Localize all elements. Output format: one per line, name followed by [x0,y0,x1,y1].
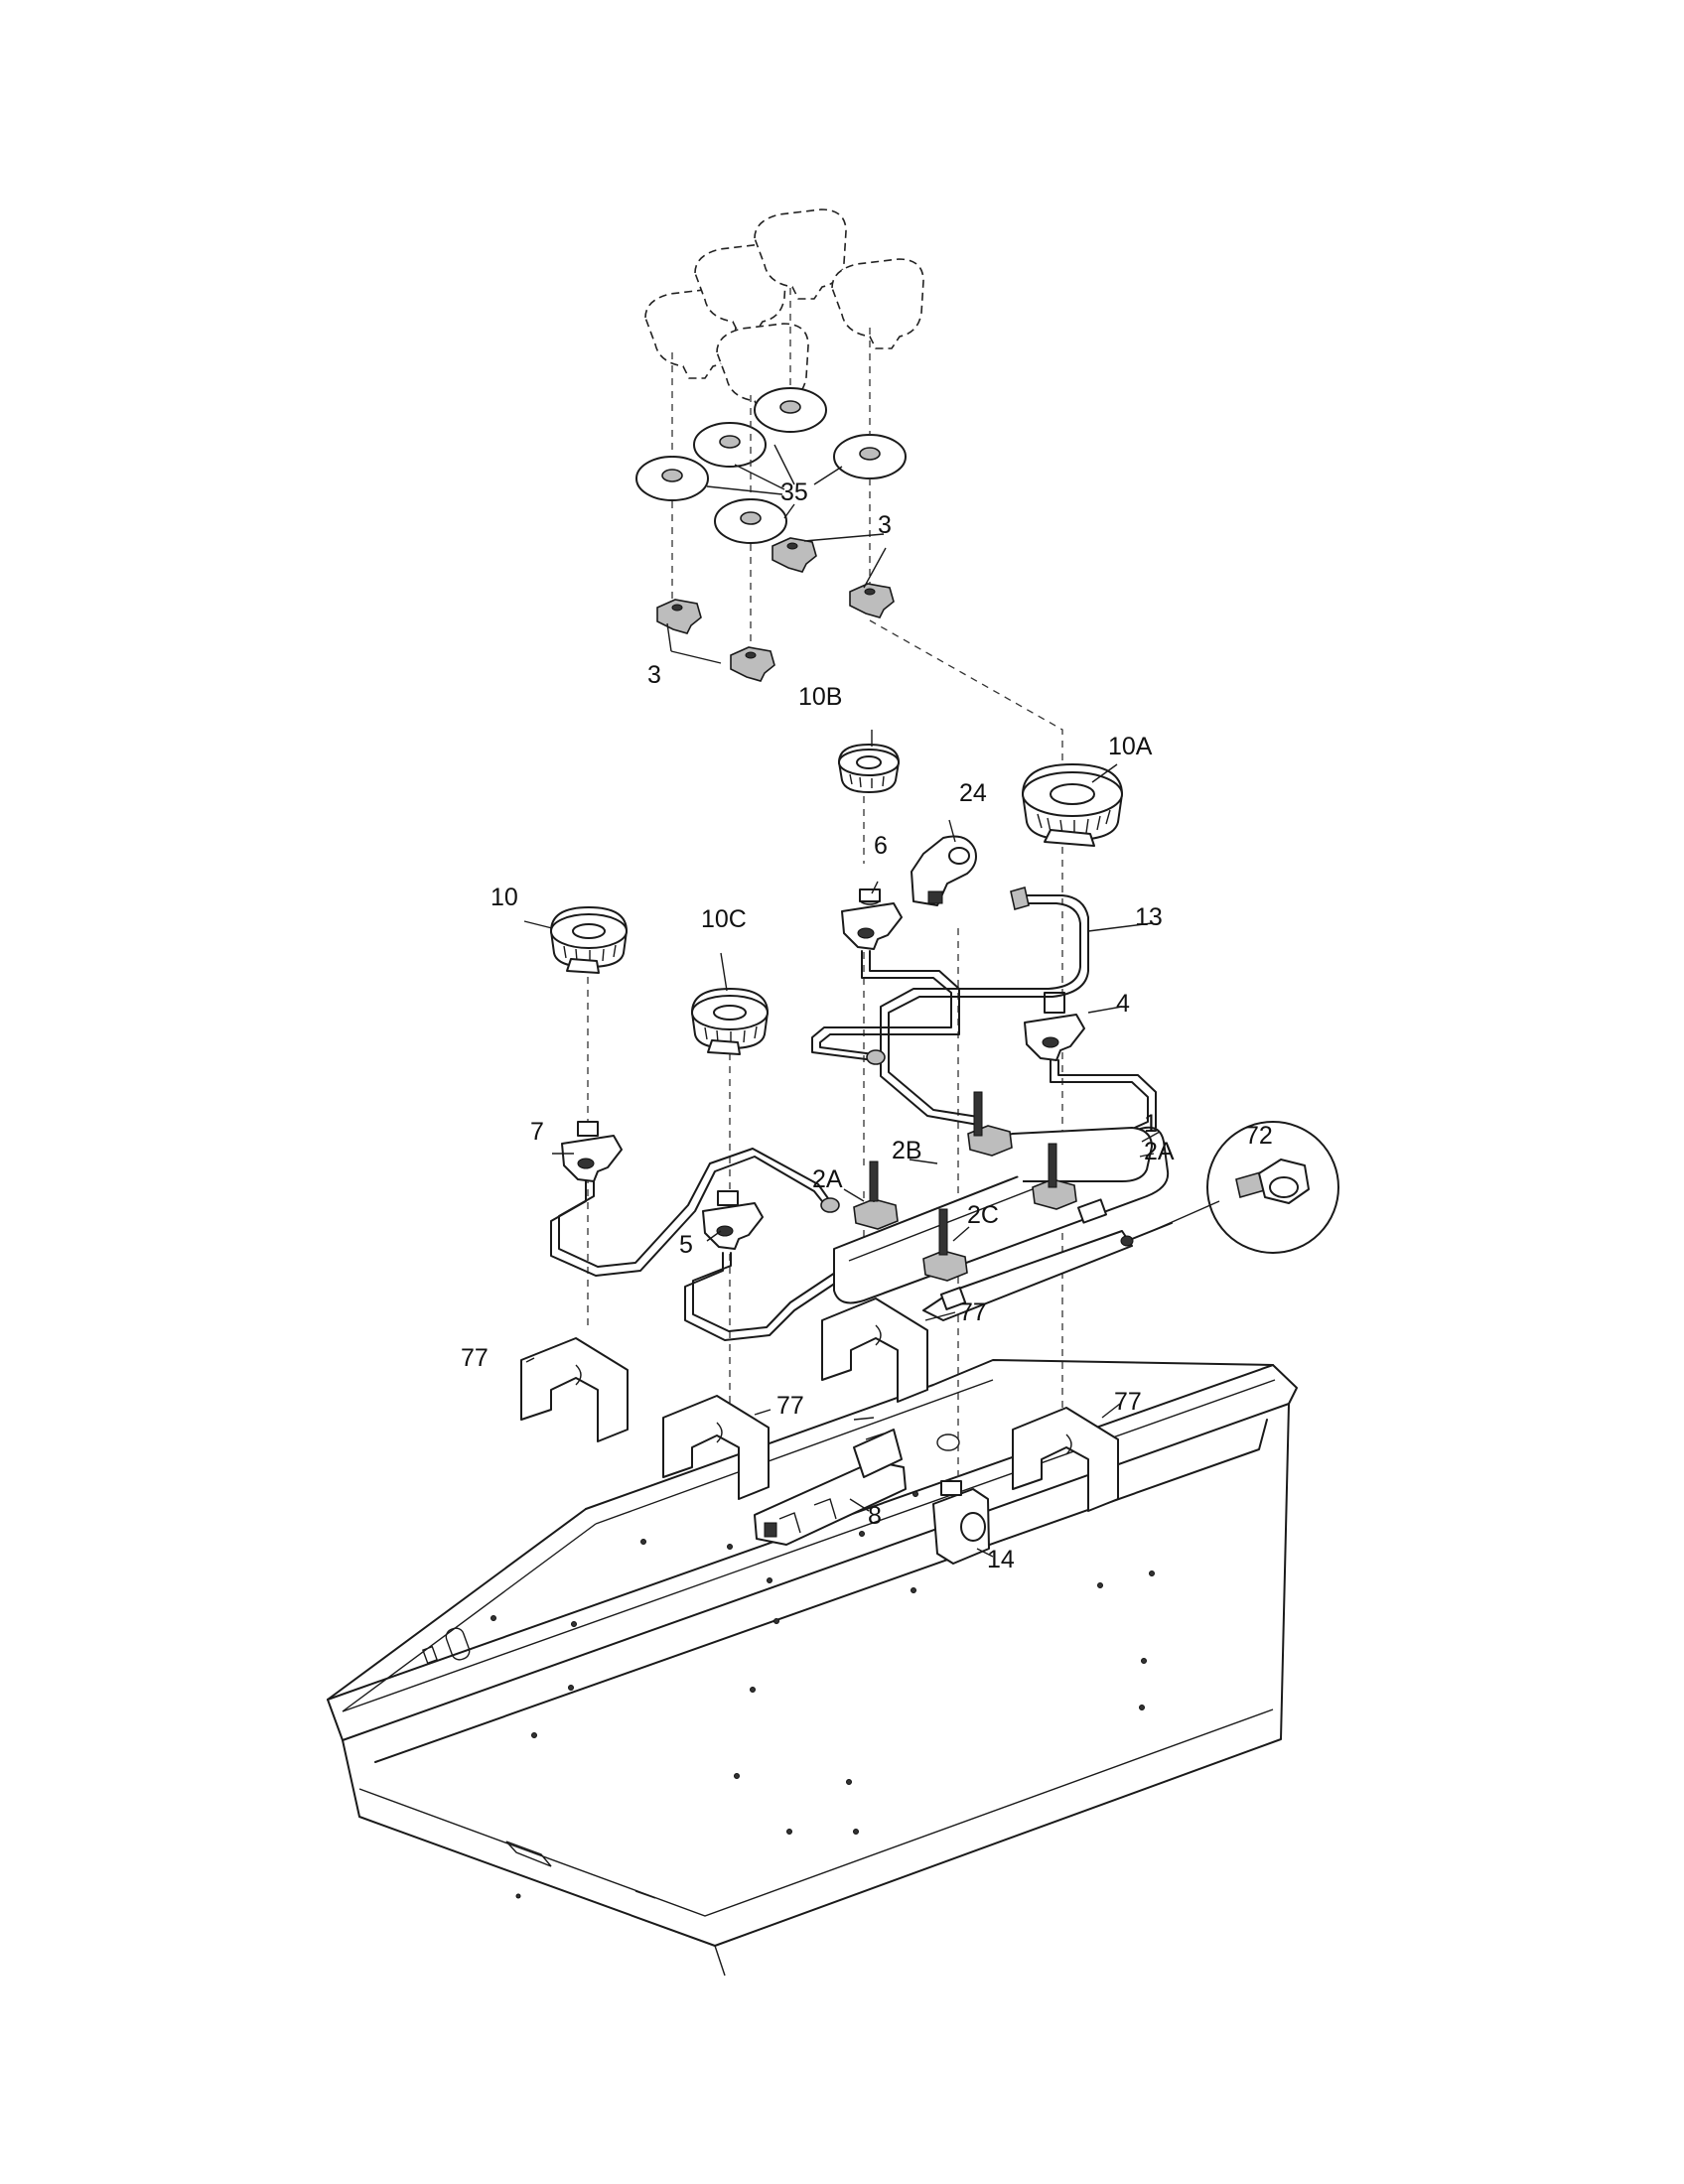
burner-10 [550,906,628,974]
fitting-24 [911,835,977,906]
callout-13: 13 [1135,903,1163,931]
callout-8: 8 [868,1502,882,1530]
knob-clips [656,537,895,682]
spark-module [754,1429,907,1546]
callout-1: 1 [1144,1110,1158,1138]
callout-10B: 10B [798,683,842,711]
callout-72: 72 [1245,1122,1273,1150]
callout-10: 10 [491,884,518,911]
callout-2B: 2B [892,1137,922,1164]
control-knobs [644,208,924,414]
burner-10A [1022,763,1123,847]
callout-35: 35 [780,478,808,506]
callout-3-left: 3 [647,661,661,689]
callout-77-c: 77 [959,1298,987,1326]
callout-10C: 10C [701,905,747,933]
callout-10A: 10A [1108,733,1153,760]
callout-14: 14 [987,1546,1015,1573]
manifold [833,1091,1173,1321]
leader-lines [523,444,1161,1558]
callout-5: 5 [679,1231,693,1259]
brackets [520,1297,1119,1512]
detail-screw-72 [1151,1121,1339,1254]
callout-77-a: 77 [461,1344,489,1372]
cooktop-pan [327,1359,1298,1977]
callout-2A-left: 2A [812,1165,843,1193]
callout-2A-right: 2A [1144,1138,1175,1165]
callout-7: 7 [530,1118,544,1146]
burner-10B [838,744,900,793]
callout-24: 24 [959,779,987,807]
callout-77-d: 77 [1114,1388,1142,1416]
regulator [932,1480,990,1565]
callout-2C: 2C [967,1201,999,1229]
callout-6: 6 [874,832,888,860]
orifice-holders [561,888,1085,1250]
callout-3-right: 3 [878,511,892,539]
knob-bezels [635,387,907,544]
callout-labels: 1 2A 2A 2B 2C 3 3 4 5 6 7 8 10 10A 10B 1… [461,478,1273,1573]
callout-77-b: 77 [776,1392,804,1420]
callout-4: 4 [1116,990,1130,1018]
burner-10C [691,988,769,1055]
